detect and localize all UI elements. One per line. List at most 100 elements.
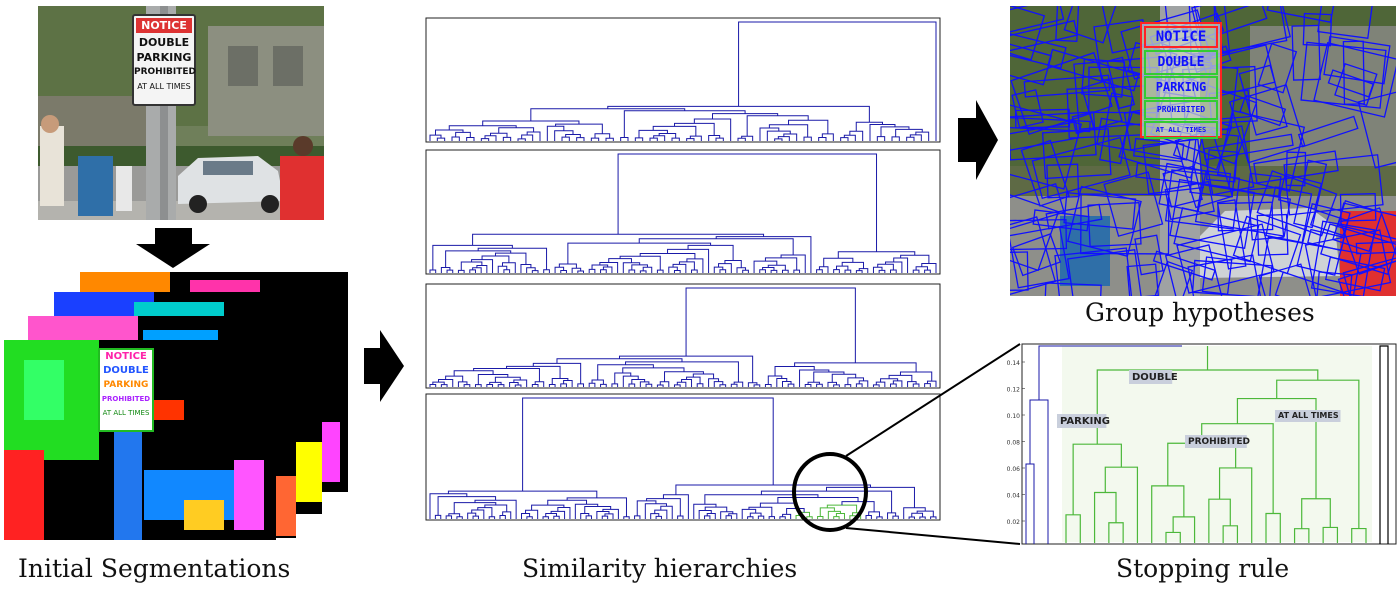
hypothesis-box [1010, 6, 1046, 61]
dendrogram-3-link [899, 371, 933, 382]
dendrogram-4-frame [425, 393, 941, 521]
hypothesis-box [1256, 170, 1338, 237]
hypothesis-box [1274, 271, 1353, 296]
dendrogram-1-link [546, 125, 565, 141]
zoom-circle [792, 452, 868, 532]
dendrogram-2-link [855, 270, 863, 273]
hypothesis-box [1300, 41, 1387, 109]
hypothesis-box [1258, 263, 1313, 296]
hypothesis-box [1063, 191, 1137, 230]
dendrogram-4-link [725, 515, 732, 519]
dendrogram-1-link [576, 137, 585, 141]
hypothesis-box [1173, 207, 1260, 263]
zoom-y-tick: 0.06 [1007, 466, 1021, 473]
dendrogram-2-link [668, 266, 678, 273]
dendrogram-2-link [686, 258, 704, 273]
hypothesis-box [1135, 162, 1232, 189]
zoom-y-tick: 0.08 [1007, 440, 1021, 447]
dendrogram-3-link [597, 364, 654, 380]
dendrogram-3-link [453, 370, 494, 377]
zoom-label: DOUBLE [1132, 372, 1178, 383]
dendrogram-1-link [759, 127, 780, 141]
dendrogram-1-link [774, 138, 783, 141]
zoom-label: PROHIBITED [1188, 437, 1250, 447]
hypothesis-box [1158, 162, 1207, 213]
hypothesis-box [1147, 260, 1194, 296]
dendrogram-3-link [611, 383, 619, 387]
dendrogram-1-link [818, 137, 827, 141]
hypothesis-box [1080, 193, 1170, 255]
sign-line-2: PARKING [136, 51, 192, 64]
hypothesis-box [1266, 6, 1335, 23]
dendrogram-3-link [489, 381, 502, 385]
hypothesis-box [1342, 40, 1365, 105]
dendrogram-4-link [429, 493, 468, 519]
hypothesis-box [1010, 51, 1113, 135]
hypothesis-box [1010, 225, 1070, 289]
segmentation-sign-top: NOTICE [105, 351, 147, 362]
dendrogram-2-link [639, 270, 647, 273]
hypotheses-image: NOTICE DOUBLE PARKING PROHIBITED AT ALL … [1010, 6, 1396, 296]
dendrogram-3-link [656, 384, 664, 387]
zoom-blue-link [1038, 345, 1182, 400]
sign-line-1: DOUBLE [138, 36, 190, 49]
dendrogram-4-link [484, 504, 508, 512]
hypothesis-box [1302, 12, 1333, 47]
hypothesis-box [1132, 137, 1185, 163]
dendrogram-1-link [448, 125, 517, 130]
dendrogram-4-link [749, 512, 762, 517]
hypothesis-box [1134, 234, 1164, 276]
hypothesis-box [1202, 133, 1294, 161]
dendrogram-2-link [762, 266, 775, 271]
dendrogram-3-link [622, 375, 639, 387]
hypothesis-box [1054, 247, 1134, 296]
dendrogram-2-link [667, 248, 710, 273]
dendrogram-2-link [560, 270, 567, 273]
dendrogram-4-link [835, 513, 845, 519]
dendrogram-1-link [638, 129, 668, 138]
dendrogram-4-link [892, 515, 899, 519]
hypothesis-box [1041, 128, 1112, 180]
hypothesis-box [1291, 24, 1321, 81]
dendrogram-3-link [577, 383, 585, 387]
dendrogram-1-link [658, 132, 677, 139]
dendrogram-3-link [696, 383, 704, 387]
hypothesis-box [1010, 6, 1065, 40]
hypotheses-sign-line-3: PROHIBITED [1144, 100, 1218, 120]
hypothesis-box [1055, 6, 1080, 42]
dendrogram-4-link [833, 516, 840, 519]
dendrogram-3-link [614, 372, 632, 384]
hypotheses-sign-line-4: AT ALL TIMES [1144, 121, 1218, 139]
segmentation-sign-word-2: PARKING [103, 380, 149, 390]
dendrogram-3-link [880, 378, 899, 383]
dendrogram-1-link [498, 127, 535, 134]
dendrogram-3-link [753, 384, 761, 387]
hypotheses-sign: NOTICE DOUBLE PARKING PROHIBITED AT ALL … [1140, 22, 1222, 139]
dendrogram-4-link [557, 506, 571, 519]
dendrogram-4-link [817, 515, 824, 519]
zoom-y-tick: 0.04 [1007, 493, 1021, 500]
dendrogram-4 [429, 397, 937, 519]
hypothesis-box [1176, 223, 1275, 294]
dendrogram-3-link [514, 384, 522, 387]
dendrogram-1-link [803, 136, 812, 141]
zoom-green-link [1104, 466, 1139, 543]
dendrogram-2-link [678, 261, 695, 270]
dendrogram-4-link [760, 490, 893, 513]
dendrogram-4-link [636, 500, 657, 516]
dendrogram-2-link [617, 153, 878, 252]
dendrogram-2-link [767, 264, 786, 271]
dendrogram-2-link [554, 266, 565, 273]
hypothesis-box [1010, 191, 1060, 272]
zoom-label-bg [1185, 435, 1247, 448]
hypotheses-sign-notice: NOTICE [1144, 26, 1218, 48]
dendrogram-3-link [497, 384, 505, 387]
hypotheses-sign-line-2: PARKING [1144, 76, 1218, 99]
dendrogram-1-link [855, 121, 883, 132]
hypotheses-sign-line-1: DOUBLE [1144, 50, 1218, 75]
dendrogram-3-frame [425, 283, 941, 389]
dendrogram-4-link [531, 504, 565, 511]
dendrogram-1-link [634, 137, 644, 141]
dendrogram-4-link [474, 499, 517, 519]
dendrogram-1-link [607, 105, 870, 123]
